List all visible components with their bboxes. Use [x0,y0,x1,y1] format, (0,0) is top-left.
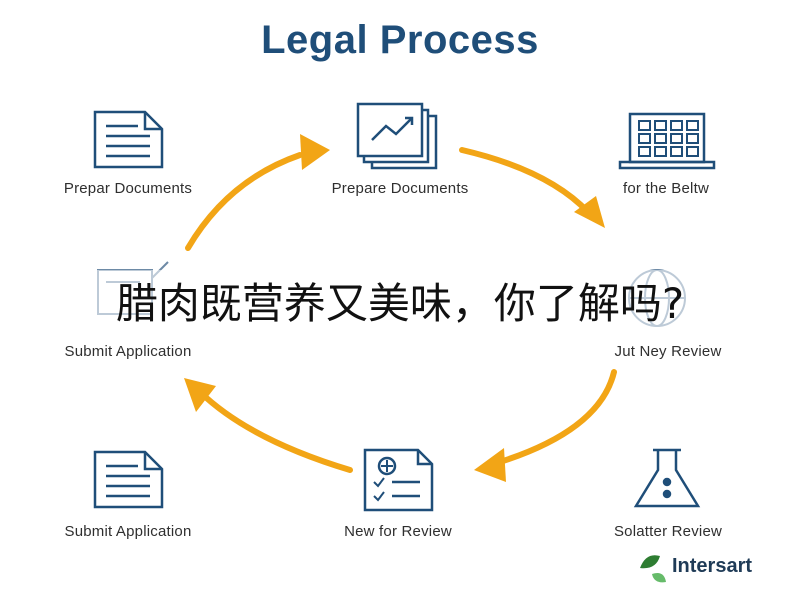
node-label-6: Submit Application [64,523,192,540]
cycle-arrows [185,147,617,473]
arrow-heads [184,134,605,482]
arrow-head-right-top [574,196,605,228]
node-label-2: Prepare Documents [331,180,469,197]
laptop-grid-icon [618,112,716,170]
node-label-7: New for Review [344,523,452,540]
arrow-to-right-top [459,147,591,215]
flask-icon [633,448,701,508]
checklist-icon [363,448,434,512]
document-icon-bottom [93,450,164,509]
brand-name: Intersart [672,554,753,577]
node-label-1: Prepar Documents [63,180,193,197]
node-label-5: Jut Ney Review [614,343,722,360]
document-icon [93,110,164,169]
node-label-3: for the Beltw [623,180,709,197]
arrow-head-left-bottom [184,378,216,412]
page-title: Legal Process [261,18,539,62]
arrow-to-left-bottom [197,389,353,473]
arrow-to-top [185,152,303,251]
arrow-to-right-bottom [497,369,617,465]
overlay-caption: 腊肉既营养又美味，你了解吗? [0,270,800,331]
arrow-head-top [300,134,330,170]
arrow-head-right-bottom [474,448,506,482]
chart-document-icon [356,102,438,170]
node-label-8: Solatter Review [613,523,723,540]
node-label-4: Submit Application [64,343,192,360]
brand-logo: Intersart [630,552,752,580]
brand-leaf-icon [640,555,666,583]
